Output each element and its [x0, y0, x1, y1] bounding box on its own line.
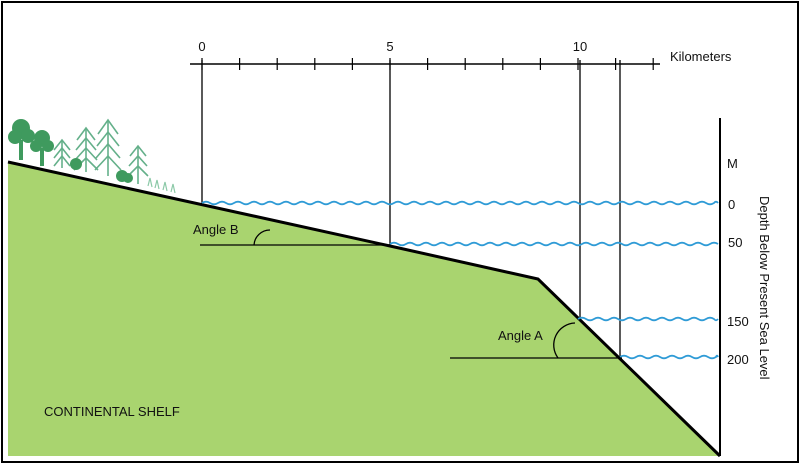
- depth-label-50: 50: [728, 235, 742, 250]
- deciduous-tree-icon: [30, 130, 54, 166]
- bush-icon: [70, 158, 133, 183]
- water-levels: [201, 200, 719, 360]
- depth-label-150: 150: [727, 314, 749, 329]
- vertical-reference-lines: [201, 60, 621, 358]
- angle-b-marker: Angle B: [193, 222, 390, 246]
- scale-label-10: 10: [573, 39, 587, 54]
- sea-level-wave-0m: [201, 200, 719, 206]
- pine-tree-icon: [53, 138, 71, 168]
- scale-label-5: 5: [386, 39, 393, 54]
- sea-level-wave-200m: [619, 354, 719, 360]
- angle-a-arc: [553, 322, 576, 359]
- continental-shelf-label: CONTINENTAL SHELF: [44, 404, 180, 419]
- depth-axis-title: Depth Below Present Sea Level: [757, 196, 772, 380]
- scale-label-0: 0: [198, 39, 205, 54]
- pine-tree-icon: [73, 126, 99, 172]
- pine-tree-icon: [127, 144, 149, 184]
- scale-unit-label: Kilometers: [670, 49, 732, 64]
- angle-a-marker: Angle A: [450, 322, 622, 359]
- sea-level-wave-50m: [389, 241, 719, 247]
- seafloor-profile-line: [7, 160, 722, 458]
- angle-a-label: Angle A: [498, 328, 543, 343]
- sea-level-wave-150m: [577, 316, 719, 322]
- pine-tree-icon: [94, 118, 122, 176]
- tree-icons: [8, 118, 176, 194]
- angle-b-arc: [253, 229, 271, 246]
- depth-label-0: 0: [728, 197, 735, 212]
- depth-label-200: 200: [727, 352, 749, 367]
- distance-scale-bar: [190, 58, 660, 70]
- deciduous-tree-icon: [8, 119, 35, 160]
- continental-shelf-land: [8, 162, 720, 456]
- depth-unit-label: M: [727, 156, 738, 171]
- grass-icon: [147, 177, 176, 194]
- angle-b-label: Angle B: [193, 222, 239, 237]
